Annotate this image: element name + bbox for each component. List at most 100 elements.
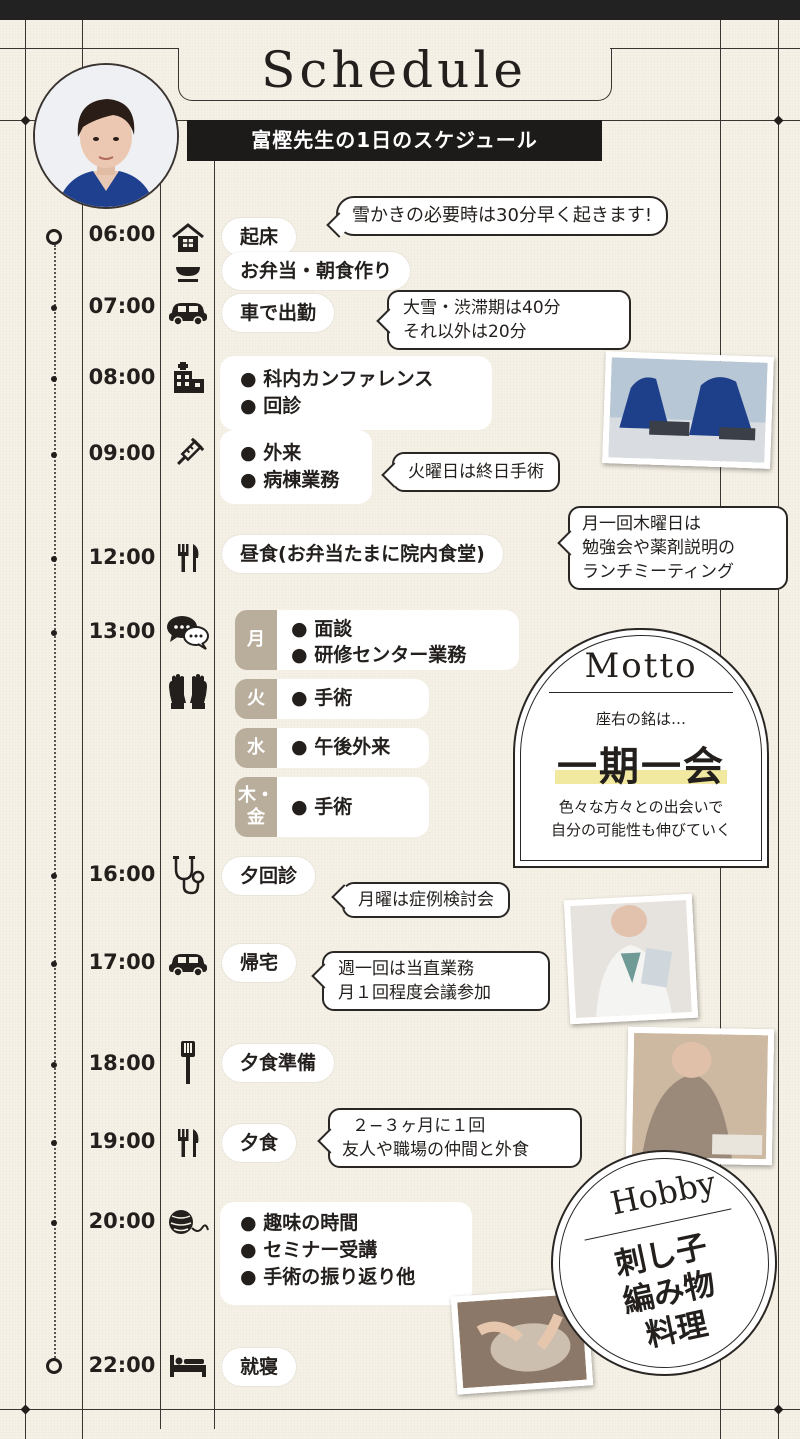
timeline-start-marker — [46, 229, 62, 245]
bubble-tail — [331, 884, 357, 910]
time-label: 17:00 — [88, 950, 156, 974]
note-text: ランチミーティング — [582, 562, 734, 582]
note-text: 雪かきの必要時は30分早く起きます! — [352, 205, 653, 226]
note-bubble: 火曜日は終日手術 — [381, 452, 560, 492]
day-tab-tuesday: 火 — [235, 679, 277, 719]
motto-divider — [549, 692, 733, 693]
note-text: 大雪・渋滞期は40分 — [403, 298, 561, 318]
activity-item: ● 病棟業務 — [240, 469, 340, 491]
motto-highlight — [555, 770, 727, 784]
page-subtitle: 富樫先生の1日のスケジュール — [187, 120, 602, 161]
timeline-dot — [51, 1220, 57, 1226]
bed-icon — [165, 1345, 211, 1385]
note-bubble: 月一回木曜日は 勉強会や薬剤説明の ランチミーティング — [557, 506, 788, 590]
top-bar — [0, 0, 800, 20]
bubble-tail — [376, 308, 402, 334]
note-bubble: 雪かきの必要時は30分早く起きます! — [326, 196, 669, 238]
note-bubble: 大雪・渋滞期は40分 それ以外は20分 — [376, 290, 631, 350]
motto-card: Motto 座右の銘は… 一期一会 色々な方々との出会いで 自分の可能性も伸びて… — [513, 628, 769, 868]
fork-knife-icon — [165, 538, 211, 578]
activity-go-home: 帰宅 — [222, 944, 297, 982]
timeline-dot — [51, 305, 57, 311]
time-label: 08:00 — [88, 365, 156, 389]
time-label: 20:00 — [88, 1209, 156, 1233]
timeline-dot — [51, 556, 57, 562]
timeline-dot — [51, 1140, 57, 1146]
note-text: それ以外は20分 — [403, 322, 527, 342]
day-tab-thu-fri: 木・金 — [235, 777, 277, 837]
activity-morning-round: ● 科内カンファレンス ● 回診 — [220, 356, 492, 430]
hobby-badge-border — [559, 1158, 769, 1368]
photo-knitting — [625, 1026, 775, 1166]
frame-line — [610, 48, 800, 49]
day-tab-monday: 月 — [235, 610, 277, 670]
time-label: 19:00 — [88, 1129, 156, 1153]
activity-item: ● 趣味の時間 — [240, 1212, 359, 1234]
motto-heading: Motto — [584, 646, 698, 686]
frame-ornament — [20, 1404, 31, 1415]
hobby-badge: Hobby 刺し子 編み物 料理 — [551, 1150, 777, 1376]
activity-item: ● 科内カンファレンス — [240, 368, 434, 390]
time-label: 12:00 — [88, 545, 156, 569]
frame-line — [160, 158, 161, 1429]
note-bubble: 月曜は症例検討会 — [331, 882, 510, 918]
time-label: 09:00 — [88, 441, 156, 465]
frame-line — [0, 48, 178, 49]
yarn-icon — [165, 1202, 211, 1242]
motto-description: 色々な方々との出会いで 自分の可能性も伸びていく — [515, 796, 767, 842]
day-activities-tuesday: ● 手術 — [277, 679, 429, 719]
activity-item: ● 手術の振り返り他 — [240, 1266, 416, 1288]
frame-line — [778, 20, 779, 1439]
motto-card-border — [520, 635, 762, 861]
activity-item: ● 面談 — [291, 618, 353, 640]
chat-icon — [165, 612, 211, 652]
timeline-dot — [51, 376, 57, 382]
motto-phrase: 一期一会 — [557, 744, 725, 790]
activity-hobby-time: ● 趣味の時間 ● セミナー受講 ● 手術の振り返り他 — [220, 1202, 472, 1305]
motto-line: 自分の可能性も伸びていく — [550, 821, 731, 839]
note-text: 火曜日は終日手術 — [408, 462, 544, 482]
timeline-line — [54, 245, 56, 1365]
bubble-tail — [326, 212, 352, 238]
photo-embroidery — [450, 1287, 594, 1395]
gloves-icon — [165, 672, 211, 712]
activity-item: ● 午後外来 — [291, 736, 391, 758]
day-activities-wednesday: ● 午後外来 — [277, 728, 429, 768]
frame-line — [25, 20, 26, 1439]
page-title: Schedule — [261, 41, 527, 99]
day-tab-wednesday: 水 — [235, 728, 277, 768]
spatula-icon — [165, 1040, 211, 1086]
frame-ornament — [773, 1404, 784, 1415]
bubble-tail — [317, 1128, 343, 1154]
time-label: 13:00 — [88, 619, 156, 643]
activity-dinner-prep: 夕食準備 — [222, 1044, 335, 1082]
photo-conference — [602, 351, 774, 469]
timeline-dot — [51, 873, 57, 879]
timeline-dot — [51, 630, 57, 636]
note-bubble: ２−３ヶ月に１回 友人や職場の仲間と外食 — [317, 1108, 582, 1168]
frame-line — [0, 1409, 800, 1410]
note-text: 月一回木曜日は — [582, 514, 701, 534]
note-text: 勉強会や薬剤説明の — [582, 538, 735, 558]
frame-line — [214, 158, 215, 1429]
activity-item: ● 回診 — [240, 395, 302, 417]
activity-outpatient: ● 外来 ● 病棟業務 — [220, 430, 372, 504]
activity-bedtime: 就寝 — [222, 1348, 297, 1386]
activity-item: ● 外来 — [240, 442, 302, 464]
stethoscope-icon — [165, 855, 211, 895]
note-text: ２−３ヶ月に１回 — [352, 1116, 486, 1136]
note-text: 月曜は症例検討会 — [358, 890, 494, 910]
car-icon — [165, 943, 211, 983]
time-label: 22:00 — [88, 1353, 156, 1377]
activity-item: ● 研修センター業務 — [291, 644, 467, 666]
note-text: 週一回は当直業務 — [338, 959, 474, 979]
time-label: 07:00 — [88, 294, 156, 318]
activity-commute: 車で出勤 — [222, 294, 335, 332]
hospital-icon — [165, 358, 211, 398]
day-activities-monday: ● 面談 ● 研修センター業務 — [277, 610, 519, 670]
frame-ornament — [773, 115, 784, 126]
frame-ornament — [20, 115, 31, 126]
time-label: 06:00 — [88, 222, 156, 246]
bowl-icon — [165, 252, 211, 292]
frame-line — [82, 20, 83, 1439]
